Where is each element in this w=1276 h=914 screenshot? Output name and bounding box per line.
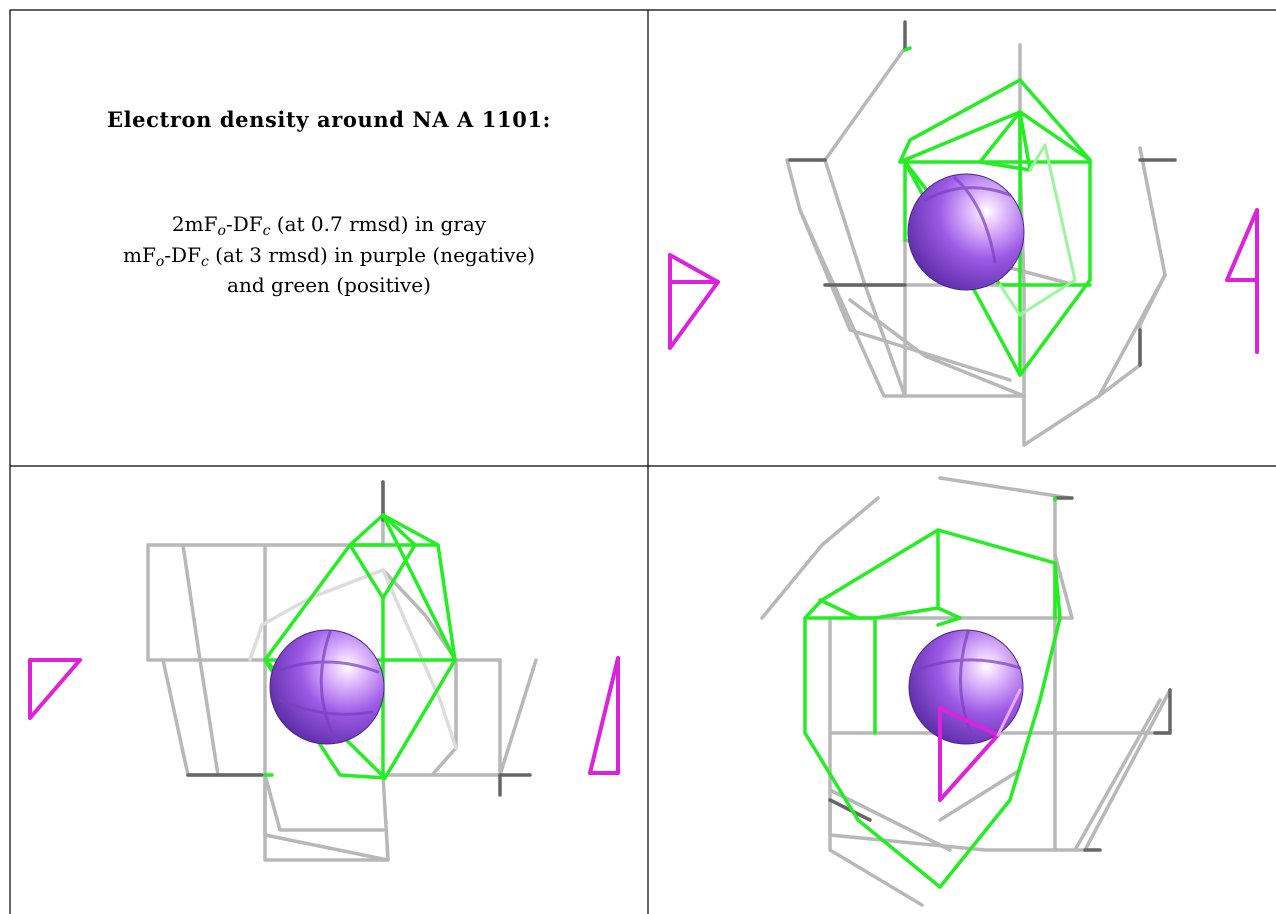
- negative-density: [28, 656, 620, 775]
- caption-line-colors: and green (positive): [227, 273, 431, 297]
- caption-text: -DF: [164, 243, 201, 267]
- caption-subscript: o: [155, 254, 165, 270]
- caption-line-fo-dfc: mFo-DFc (at 3 rmsd) in purple (negative): [10, 241, 648, 276]
- caption-subscript: o: [217, 223, 226, 239]
- caption-text: 2mF: [171, 212, 218, 236]
- caption-text: -DF: [225, 212, 263, 236]
- positive-density: [803, 496, 1062, 889]
- caption-text: (at 0.7 rmsd) in gray: [270, 212, 487, 236]
- sodium-ion-mesh: [910, 630, 1022, 744]
- sodium-ion-mesh: [273, 630, 380, 744]
- negative-density: [938, 706, 1000, 802]
- sodium-ion-mesh: [923, 176, 1012, 264]
- view-bottom-left: [28, 480, 620, 862]
- view-bottom-right: [760, 476, 1172, 907]
- caption-title: Electron density around NA A 1101:: [106, 107, 552, 132]
- gray-density-dark: [788, 20, 1177, 367]
- positive-density-far: [998, 143, 1077, 317]
- caption-cell: Electron density around NA A 1101: 2mFo-…: [10, 10, 648, 466]
- sodium-ion: [908, 629, 1024, 745]
- caption-line-2fo-dfc: 2mFo-DFc (at 0.7 rmsd) in gray: [10, 210, 648, 245]
- sodium-ion: [269, 629, 385, 745]
- table-borders: [9, 9, 1276, 914]
- negative-density-far: [996, 688, 1022, 737]
- gray-density-mesh: [760, 476, 1172, 907]
- view-top-right: [668, 20, 1259, 447]
- caption-text: (at 3 rmsd) in purple (negative): [208, 243, 535, 267]
- caption-text: mF: [123, 243, 156, 267]
- negative-density: [668, 208, 1259, 354]
- caption-subscript: c: [262, 223, 271, 239]
- gray-density-dark: [186, 480, 532, 797]
- gray-density-light: [248, 568, 458, 750]
- caption-subscript: c: [200, 254, 209, 270]
